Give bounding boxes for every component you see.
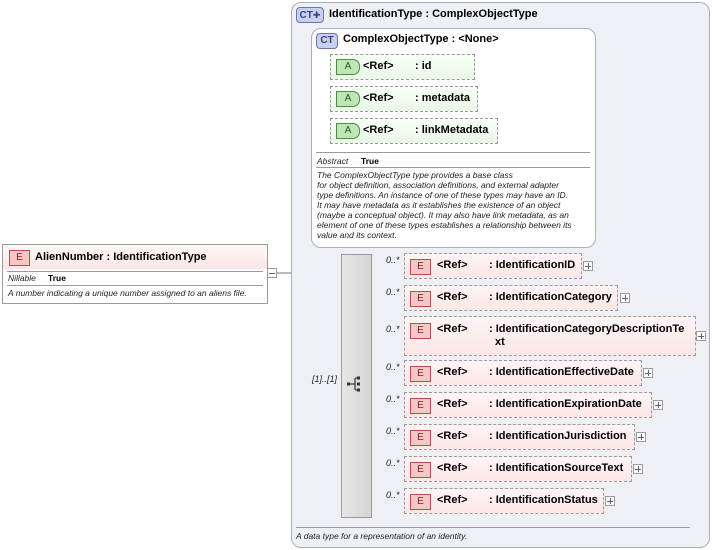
element-name: : IdentificationSourceText: [489, 462, 624, 474]
complex-type-badge: CT: [316, 33, 338, 49]
identification-type-title: IdentificationType : ComplexObjectType: [329, 8, 538, 20]
element-identification-status[interactable]: E <Ref> : IdentificationStatus: [404, 488, 604, 514]
element-ref: <Ref>: [437, 398, 468, 410]
expand-toggle[interactable]: [696, 331, 706, 341]
attribute-ref: <Ref>: [363, 92, 394, 104]
element-name-continued: xt: [495, 336, 505, 348]
root-element-box[interactable]: E AlienNumber : IdentificationType Nilla…: [2, 244, 268, 304]
element-ref: <Ref>: [437, 430, 468, 442]
attribute-id[interactable]: A <Ref> : id: [330, 54, 475, 80]
element-ref: <Ref>: [437, 259, 468, 271]
element-name: : IdentificationCategoryDescriptionTe: [489, 323, 685, 335]
element-occurrence: 0..*: [386, 324, 400, 334]
element-name: : IdentificationEffectiveDate: [489, 366, 634, 378]
element-ref: <Ref>: [437, 291, 468, 303]
element-name: : IdentificationID: [489, 259, 576, 271]
element-badge: E: [9, 250, 30, 266]
attribute-metadata[interactable]: A <Ref> : metadata: [330, 86, 478, 112]
expand-toggle[interactable]: [643, 368, 653, 378]
attribute-badge: A: [336, 91, 360, 107]
expand-toggle[interactable]: [653, 400, 663, 410]
element-occurrence: 0..*: [386, 362, 400, 372]
element-badge: E: [410, 291, 431, 307]
element-ref: <Ref>: [437, 494, 468, 506]
element-identification-effective-date[interactable]: E <Ref> : IdentificationEffectiveDate: [404, 360, 642, 386]
root-element-description: A number indicating a unique number assi…: [8, 288, 247, 298]
root-element-title: AlienNumber : IdentificationType: [35, 251, 207, 263]
attribute-link-metadata[interactable]: A <Ref> : linkMetadata: [330, 118, 498, 144]
element-name: : IdentificationExpirationDate: [489, 398, 642, 410]
element-badge: E: [410, 398, 431, 414]
attribute-badge: A: [336, 59, 360, 75]
sequence-compositor[interactable]: [341, 254, 372, 518]
element-occurrence: 0..*: [386, 458, 400, 468]
element-identification-source-text[interactable]: E <Ref> : IdentificationSourceText: [404, 456, 632, 482]
element-name: : IdentificationStatus: [489, 494, 598, 506]
sequence-occurrence: [1]..[1]: [312, 374, 338, 384]
element-badge: E: [410, 494, 431, 510]
element-occurrence: 0..*: [386, 287, 400, 297]
element-identification-expiration-date[interactable]: E <Ref> : IdentificationExpirationDate: [404, 392, 652, 418]
expand-toggle[interactable]: [620, 293, 630, 303]
element-ref: <Ref>: [437, 462, 468, 474]
element-occurrence: 0..*: [386, 426, 400, 436]
element-occurrence: 0..*: [386, 490, 400, 500]
complex-object-type-description: The ComplexObjectType type provides a ba…: [317, 170, 572, 240]
attribute-name: : id: [415, 60, 432, 72]
attribute-ref: <Ref>: [363, 60, 394, 72]
expand-toggle[interactable]: [583, 261, 593, 271]
element-occurrence: 0..*: [386, 255, 400, 265]
nillable-value: True: [48, 273, 66, 283]
attribute-name: : metadata: [415, 92, 471, 104]
attribute-badge: A: [336, 123, 360, 139]
element-identification-id[interactable]: E <Ref> : IdentificationID: [404, 253, 582, 279]
attribute-name: : linkMetadata: [415, 124, 489, 136]
plus-icon: ✚: [312, 10, 321, 20]
element-name: : IdentificationJurisdiction: [489, 430, 627, 442]
element-identification-category-description-text[interactable]: E <Ref> : IdentificationCategoryDescript…: [404, 316, 696, 356]
nillable-label: Nillable: [8, 273, 36, 283]
element-identification-category[interactable]: E <Ref> : IdentificationCategory: [404, 285, 618, 311]
sequence-icon: [347, 376, 360, 392]
identification-type-description: A data type for a representation of an i…: [296, 531, 468, 541]
element-name: : IdentificationCategory: [489, 291, 612, 303]
element-ref: <Ref>: [437, 323, 468, 335]
abstract-value: True: [361, 156, 379, 166]
collapse-toggle[interactable]: [267, 268, 277, 278]
element-ref: <Ref>: [437, 366, 468, 378]
element-badge: E: [410, 430, 431, 446]
expand-toggle[interactable]: [636, 432, 646, 442]
complex-type-badge: CT✚: [296, 7, 324, 23]
abstract-label: Abstract: [317, 156, 349, 166]
element-badge: E: [410, 259, 431, 275]
element-badge: E: [410, 366, 431, 382]
complex-object-type-title: ComplexObjectType : <None>: [343, 33, 499, 45]
expand-toggle[interactable]: [633, 464, 643, 474]
element-badge: E: [410, 323, 431, 339]
element-identification-jurisdiction[interactable]: E <Ref> : IdentificationJurisdiction: [404, 424, 635, 450]
element-occurrence: 0..*: [386, 394, 400, 404]
expand-toggle[interactable]: [605, 496, 615, 506]
attribute-ref: <Ref>: [363, 124, 394, 136]
element-badge: E: [410, 462, 431, 478]
